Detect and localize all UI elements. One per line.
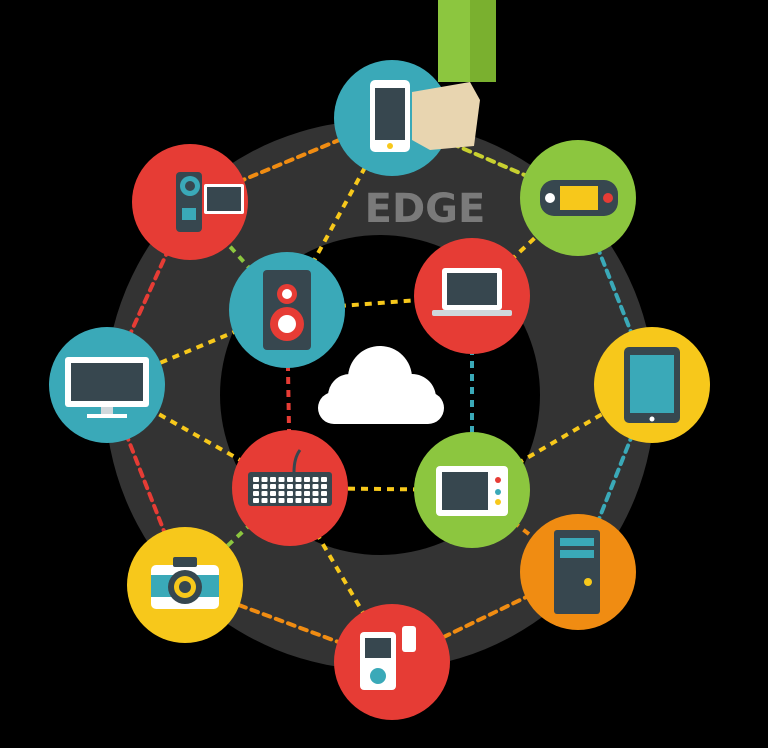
device-node-camera[interactable] <box>127 527 243 643</box>
keyboard-icon <box>248 449 332 506</box>
device-node-phone[interactable] <box>334 60 450 176</box>
connection-line <box>470 488 580 574</box>
device-node-keyboard[interactable] <box>232 430 348 546</box>
device-node-gamepad[interactable] <box>520 140 636 256</box>
cloud-icon <box>318 346 444 424</box>
smartphone-icon <box>370 80 410 152</box>
device-node-monitor[interactable] <box>49 327 165 443</box>
photo-camera-icon <box>151 557 219 609</box>
microwave-icon <box>436 466 508 516</box>
device-node-laptop[interactable] <box>414 238 530 354</box>
handheld-console-icon <box>540 180 618 216</box>
device-node-camcorder[interactable] <box>132 144 248 260</box>
device-node-tablet[interactable] <box>594 327 710 443</box>
monitor-icon <box>65 357 149 418</box>
edge-label: EDGE <box>365 186 486 232</box>
device-node-pc[interactable] <box>520 514 636 630</box>
laptop-icon <box>432 268 512 316</box>
camcorder-icon <box>176 172 244 232</box>
hand-holding-phone <box>412 0 496 150</box>
media-player-icon <box>360 626 416 690</box>
pc-tower-icon <box>554 530 600 614</box>
device-node-speaker[interactable] <box>229 252 345 368</box>
device-node-microwave[interactable] <box>414 432 530 548</box>
connection-line <box>105 383 187 587</box>
speaker-icon <box>263 270 311 350</box>
device-node-mp3[interactable] <box>334 604 450 720</box>
tablet-icon <box>624 347 680 423</box>
